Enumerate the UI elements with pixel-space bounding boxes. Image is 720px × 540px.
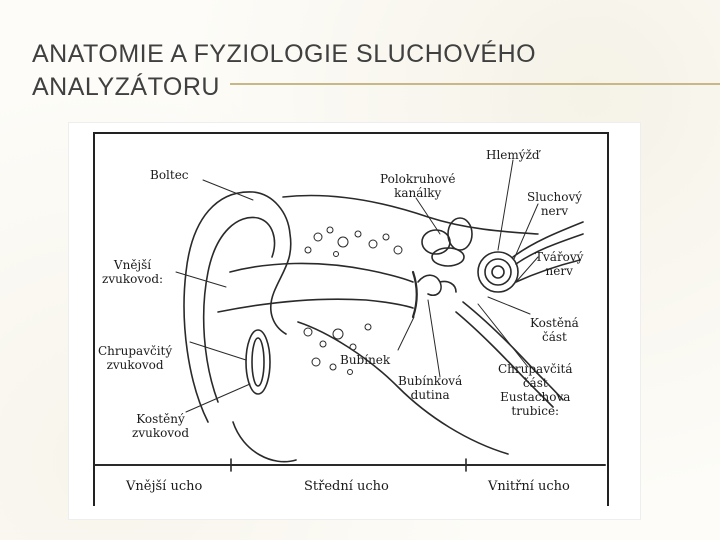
label-hlemyzd: Hlemýžď [486, 148, 540, 162]
label-chrupavcity-zvukovod: Chrupavčitý zvukovod [98, 344, 172, 372]
slide-title: ANATOMIE A FYZIOLOGIE SLUCHOVÉHO ANALYZÁ… [32, 38, 692, 104]
label-tvarovy-nerv: Tvářový nerv [535, 250, 583, 278]
eardrum [413, 272, 417, 317]
label-polokruhove-kanalky: Polokruhové kanálky [380, 172, 455, 200]
lobe-contour [233, 422, 296, 462]
section-label-middle-ear: Střední ucho [304, 479, 389, 494]
skull-upper-contour [283, 196, 538, 234]
label-kosteny-zvukovod: Kostěný zvukovod [132, 412, 189, 440]
ear-anatomy-figure: Boltec Vnější zvukovod: Chrupavčitý zvuk… [68, 122, 641, 520]
section-label-outer-ear: Vnější ucho [126, 479, 202, 494]
label-bubinkova-dutina: Bubínková dutina [398, 374, 462, 402]
label-boltec: Boltec [150, 168, 189, 182]
semicircular-canal-3 [432, 248, 464, 266]
ear-canal-lower [218, 299, 413, 312]
pinna-outline [184, 192, 291, 422]
title-underline [230, 83, 720, 85]
ear-canal-upper [230, 263, 413, 282]
label-kostena-cast: Kostěná část [530, 316, 579, 344]
label-chrupavcita-cast-eustachova: Chrupavčitá část Eustachova trubice: [498, 362, 573, 418]
semicircular-canal-2 [448, 218, 472, 250]
section-label-inner-ear: Vnitřní ucho [488, 479, 570, 494]
slide-title-line-2: ANALYZÁTORU [32, 71, 692, 104]
slide-title-line-1: ANATOMIE A FYZIOLOGIE SLUCHOVÉHO [32, 38, 692, 71]
ossicles [418, 275, 456, 295]
cochlea [478, 252, 518, 292]
label-vnejsi-zvukovod: Vnější zvukovod: [102, 258, 163, 286]
label-sluchovy-nerv: Sluchový nerv [527, 190, 582, 218]
label-bubinek: Bubínek [340, 353, 390, 367]
